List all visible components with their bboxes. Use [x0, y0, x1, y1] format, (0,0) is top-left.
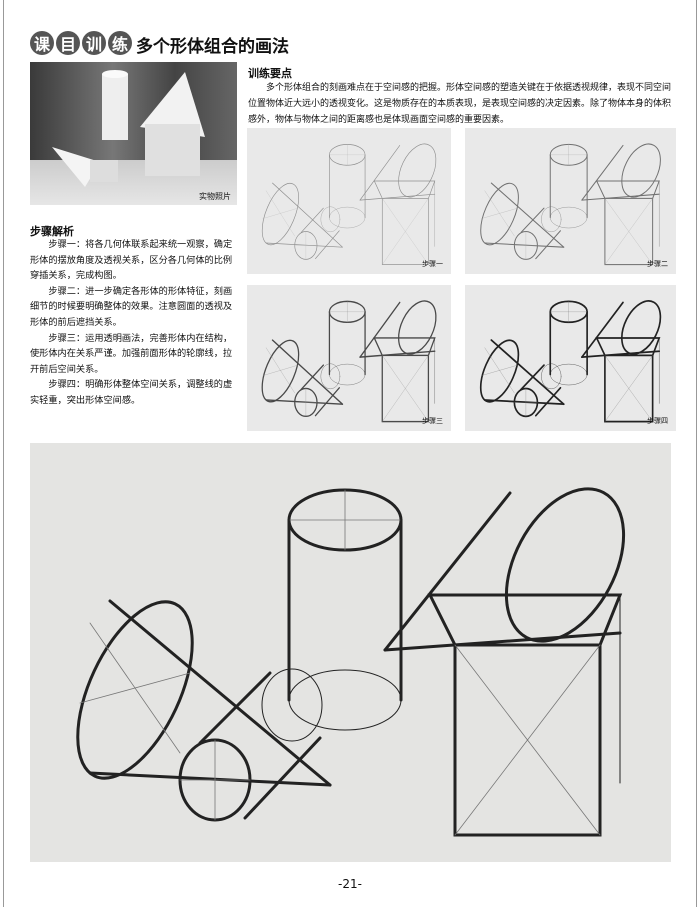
step-thumbnail: 步骤一	[247, 128, 451, 274]
step-item: 步骤一：将各几何体联系起来统一观察，确定形体的摆放角度及透视关系，区分各几何体的…	[30, 239, 233, 282]
key-points-text: 多个形体组合的刻画难点在于空间感的把握。形体空间感的塑造关键在于依据透视规律，表…	[248, 83, 672, 125]
step-item: 步骤二：进一步确定各形体的形体特征，刻画细节的时候要明确整体的效果。注意圆面的透…	[30, 285, 233, 328]
final-drawing	[30, 443, 671, 862]
badge-char: 练	[108, 31, 132, 55]
lesson-badge: 课 目 训 练	[30, 31, 132, 55]
step-thumbnail: 步骤二	[465, 128, 676, 274]
badge-char: 训	[82, 31, 106, 55]
reference-photo: 实物照片	[30, 62, 237, 205]
steps-text: 步骤一：将各几何体联系起来统一观察，确定形体的摆放角度及透视关系，区分各几何体的…	[30, 237, 237, 409]
step-item: 步骤三：运用透明画法，完善形体内在结构，使形体内在关系严谨。加强前面形体的轮廓线…	[30, 332, 233, 375]
step-thumbnail: 步骤三	[247, 285, 451, 431]
key-points-heading: 训练要点	[248, 67, 292, 80]
step-item: 步骤四：明确形体整体空间关系，调整线的虚实轻重，突出形体空间感。	[30, 379, 233, 406]
page-title: 多个形体组合的画法	[136, 37, 289, 57]
badge-char: 目	[56, 31, 80, 55]
photo-label: 实物照片	[199, 192, 231, 201]
thumbnail-label: 步骤二	[647, 260, 668, 268]
page-number: -21-	[338, 877, 362, 891]
steps-heading: 步骤解析	[30, 225, 74, 238]
thumbnail-label: 步骤三	[422, 417, 443, 425]
thumbnail-label: 步骤四	[647, 417, 668, 425]
thumbnail-label: 步骤一	[422, 260, 443, 268]
page-frame	[3, 0, 697, 907]
step-thumbnail: 步骤四	[465, 285, 676, 431]
badge-char: 课	[30, 31, 54, 55]
